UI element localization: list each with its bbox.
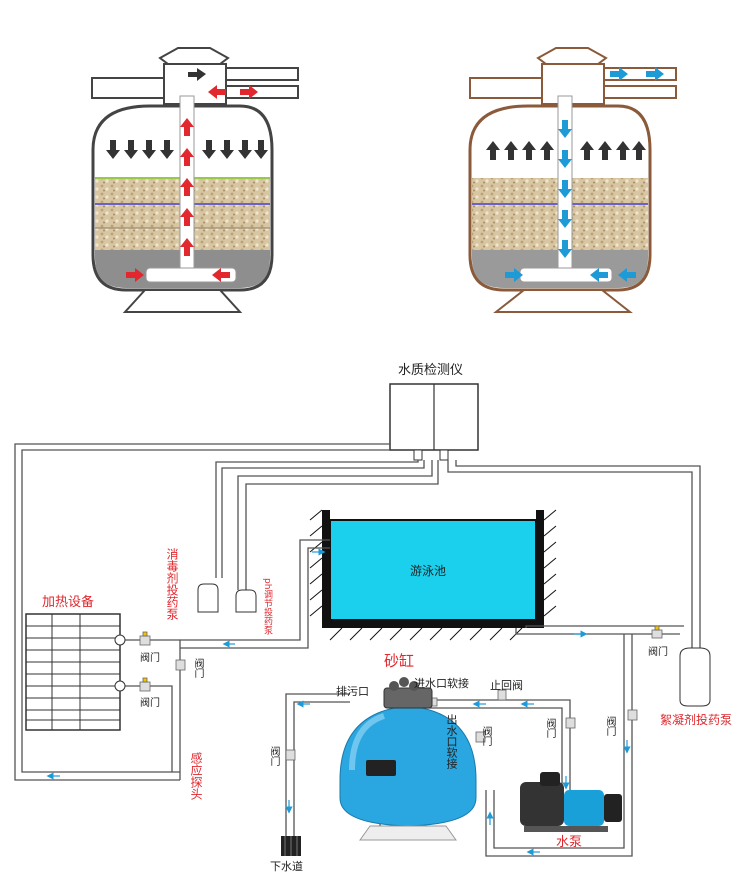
label-valve-7: 阀门 (604, 716, 615, 736)
label-valve-4: 阀门 (268, 746, 279, 766)
label-valve-3: 阀门 (192, 658, 203, 678)
label-disinfectant-pump: 消毒剂投药泵 (165, 548, 179, 620)
label-check-valve: 止回阀 (490, 679, 523, 692)
label-sensor-probe: 感应探头 (189, 752, 203, 800)
valve-symbols (139, 625, 663, 761)
label-water-quality-monitor: 水质检测仪 (398, 363, 464, 378)
label-heating-equipment: 加热设备 (42, 595, 95, 610)
label-valve-6: 阀门 (544, 718, 555, 738)
label-flocculant-pump: 絮凝剂投药泵 (660, 713, 733, 727)
label-drain-port: 排污口 (336, 685, 369, 698)
pool (309, 509, 557, 641)
water-quality-monitor (389, 383, 479, 461)
label-sand-tank: 砂缸 (384, 652, 415, 670)
filter-illustration-left (91, 47, 299, 313)
disinfectant-tank (197, 583, 219, 613)
filter-illustration-right (468, 47, 677, 313)
sewer (281, 836, 301, 856)
label-valve-2: 阀门 (140, 698, 160, 709)
label-inlet-hose: 进水口软接 (414, 677, 469, 690)
ph-tank (235, 589, 257, 613)
label-pool: 游泳池 (410, 564, 447, 578)
heating-equipment (25, 613, 126, 731)
flocculant-tank (679, 647, 711, 707)
label-sewer: 下水道 (270, 860, 303, 873)
sand-filter-tank (339, 677, 477, 841)
label-valve-1: 阀门 (140, 653, 160, 664)
label-ph-pump: ph调节投药泵 (262, 578, 272, 635)
label-water-pump: 水泵 (556, 835, 583, 850)
label-valve-8: 阀门 (648, 647, 668, 658)
label-valve-5: 阀门 (480, 726, 491, 746)
water-pump (520, 772, 622, 832)
label-outlet-hose: 出水口软接 (445, 714, 458, 769)
